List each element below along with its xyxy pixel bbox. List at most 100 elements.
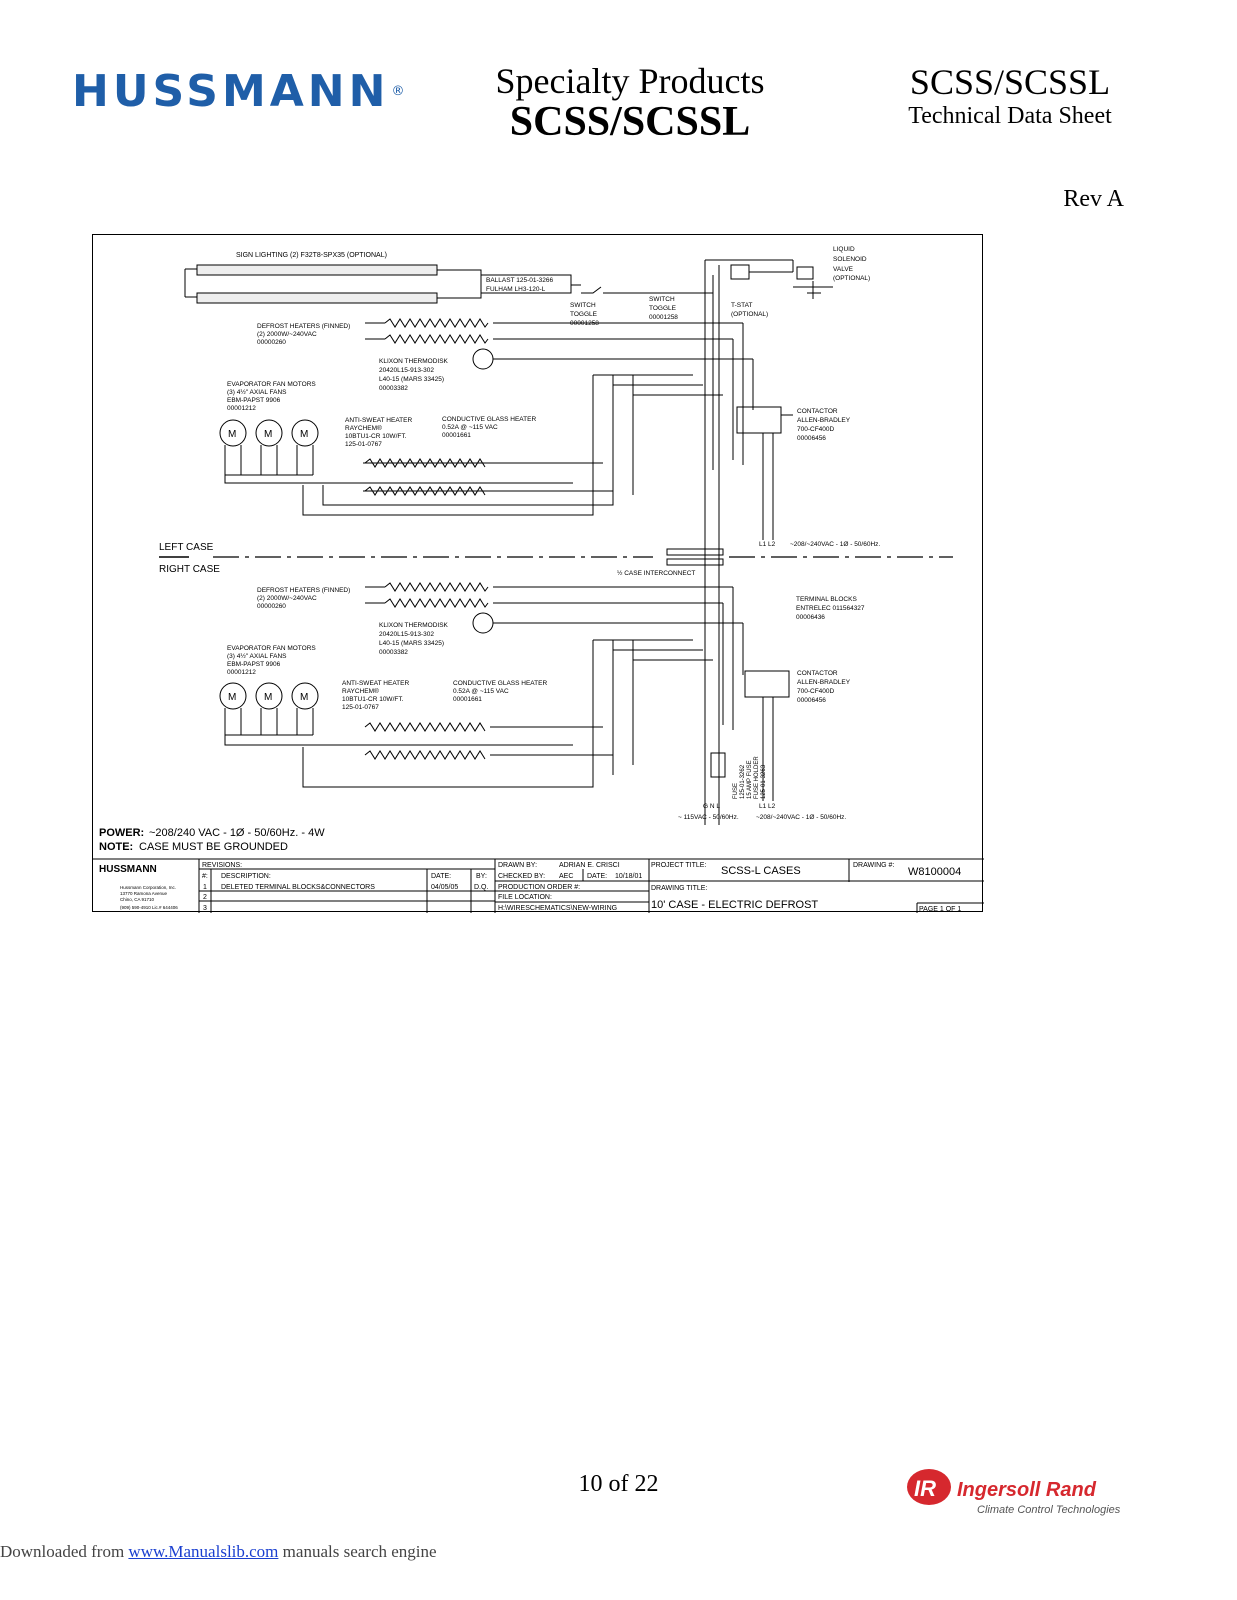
supply-115-label: ~ 115VAC - 50/60Hz.: [678, 814, 739, 821]
switch-label-1a: SWITCH: [570, 302, 596, 309]
hussmann-logo: HUSSMANN®: [72, 66, 405, 117]
gnl-label: G N L: [703, 803, 720, 810]
num-label: #:: [202, 873, 208, 880]
note-value: CASE MUST BE GROUNDED: [139, 841, 288, 853]
klixon-label-2: 20420L15-913-302: [379, 367, 434, 374]
fuse-label-4: FUSE HOLDER: [754, 756, 760, 799]
motor-label: M: [300, 429, 308, 440]
l1l2-label-upper: L1 L2: [759, 541, 776, 548]
defrost-label-3: 00000260: [257, 603, 286, 610]
solenoid-label-4: (OPTIONAL): [833, 275, 870, 282]
terminal-blocks-label-1: TERMINAL BLOCKS: [796, 596, 857, 603]
interconnect-label: ½ CASE INTERCONNECT: [617, 569, 695, 577]
klixon-label-2: 20420L15-913-302: [379, 631, 434, 638]
motor-label: M: [228, 429, 236, 440]
power-label: POWER:: [99, 827, 144, 839]
tstat-label-2: (OPTIONAL): [731, 311, 768, 318]
contactor-label-2: ALLEN-BRADLEY: [797, 417, 851, 424]
contactor-label-2: ALLEN-BRADLEY: [797, 679, 851, 686]
solenoid-label-3: VALVE: [833, 266, 854, 273]
fuse-label-5: 125-01-3263: [761, 764, 767, 799]
anti-sweat-label-4: 125-01-0767: [342, 704, 379, 711]
header-right-title: SCSS/SCSSL: [909, 62, 1111, 102]
production-order-label: PRODUCTION ORDER #:: [498, 884, 580, 891]
project-title-label: PROJECT TITLE:: [651, 862, 706, 869]
evap-fans-label-4: 00001212: [227, 669, 256, 676]
glass-heater-label-3: 00001661: [453, 696, 482, 703]
klixon-label-3: L40-15 (MARS 33425): [379, 376, 444, 383]
brand-name: Ingersoll Rand: [957, 1479, 1097, 1501]
tstat-label-1: T-STAT: [731, 302, 752, 309]
drawing-num-label: DRAWING #:: [853, 862, 894, 869]
evap-fans-label-3: EBM-PAPST 9906: [227, 397, 281, 404]
anti-sweat-label-3: 10BTU1-CR 10W/FT.: [342, 696, 404, 703]
drawing-title: 10' CASE - ELECTRIC DEFROST: [651, 899, 818, 911]
download-footer: Downloaded from www.Manualslib.com manua…: [0, 1542, 437, 1561]
header-right-subtitle: Technical Data Sheet: [908, 103, 1112, 129]
checked-by: AEC: [559, 873, 573, 880]
switch-label-2c: 00001258: [649, 314, 678, 321]
switch-label-1b: TOGGLE: [570, 311, 598, 318]
header-center-title: Specialty Products: [495, 61, 765, 101]
klixon-label-4: 00003382: [379, 649, 408, 656]
supply-lower-label: ~208/~240VAC - 1Ø - 50/60Hz.: [756, 814, 846, 821]
by-label: BY:: [476, 873, 487, 880]
defrost-label-1: DEFROST HEATERS (FINNED): [257, 323, 350, 330]
evap-fans-label-1: EVAPORATOR FAN MOTORS: [227, 645, 316, 652]
title-block: [93, 858, 984, 913]
supply-label-upper: ~208/~240VAC - 1Ø - 50/60Hz.: [790, 541, 880, 548]
header-center-subtitle: SCSS/SCSSL: [509, 99, 751, 145]
revision-num: 3: [203, 905, 207, 912]
anti-sweat-label-2: RAYCHEM®: [345, 424, 382, 432]
anti-sweat-label-4: 125-01-0767: [345, 441, 382, 448]
revision-num: 1: [203, 884, 207, 891]
fan-motors-right: [219, 639, 713, 788]
drawing-title-label: DRAWING TITLE:: [651, 885, 707, 892]
company-line-2: 13770 Ramona Avenue: [120, 891, 167, 896]
evap-fans-label-1: EVAPORATOR FAN MOTORS: [227, 381, 316, 388]
drawn-by-label: DRAWN BY:: [498, 862, 537, 869]
checked-by-label: CHECKED BY:: [498, 873, 545, 880]
defrost-label-3: 00000260: [257, 339, 286, 346]
glass-heater-label-3: 00001661: [442, 432, 471, 439]
contactor-label-4: 00006456: [797, 435, 826, 442]
date-label: DATE:: [431, 873, 451, 880]
glass-heater-label-1: CONDUCTIVE GLASS HEATER: [453, 680, 547, 687]
contactor-label-1: CONTACTOR: [797, 670, 838, 677]
motor-label: M: [264, 692, 272, 703]
switch-label-2a: SWITCH: [649, 296, 675, 303]
klixon-label-1: KLIXON THERMODISK: [379, 622, 449, 629]
revision-by: D.Q.: [474, 884, 488, 891]
ballast-label-1: BALLAST 125-01-3266: [486, 277, 553, 284]
revision-num: 2: [203, 894, 207, 901]
left-case-label: LEFT CASE: [159, 542, 214, 553]
page-of-label: PAGE 1 OF 1: [919, 906, 961, 913]
note-label: NOTE:: [99, 841, 133, 853]
klixon-label-3: L40-15 (MARS 33425): [379, 640, 444, 647]
sign-lighting-label: SIGN LIGHTING (2) F32T8-SPX35 (OPTIONAL): [236, 252, 387, 259]
manualslib-link[interactable]: www.Manualslib.com: [128, 1542, 279, 1561]
fuse-label-3: 15 AMP FUSE: [747, 760, 753, 799]
revision-desc: DELETED TERMINAL BLOCKS&CONNECTORS: [221, 884, 375, 891]
drawing-date: 10/18/01: [615, 873, 642, 880]
date-label-2: DATE:: [587, 873, 607, 880]
project-title: SCSS-L CASES: [721, 865, 801, 877]
contactor-label-3: 700-CF400D: [797, 426, 835, 433]
anti-sweat-label-1: ANTI-SWEAT HEATER: [342, 680, 409, 687]
title-block-logo: HUSSMANN: [99, 864, 157, 875]
power-value: ~208/240 VAC - 1Ø - 50/60Hz. - 4W: [149, 827, 325, 839]
file-location-label: FILE LOCATION:: [498, 894, 552, 901]
evap-fans-label-3: EBM-PAPST 9906: [227, 661, 281, 668]
page-number: 10 of 22: [578, 1471, 659, 1497]
company-line-4: (909) 590-4910 Lic.# 644406: [120, 905, 178, 910]
header-center: Specialty Products SCSS/SCSSL: [470, 62, 790, 144]
defrost-label-2: (2) 2000W/~240VAC: [257, 331, 317, 338]
fan-motors-left: [219, 374, 723, 516]
defrost-label-2: (2) 2000W/~240VAC: [257, 595, 317, 602]
drawn-by: ADRIAN E. CRISCI: [559, 862, 620, 869]
anti-sweat-label-1: ANTI-SWEAT HEATER: [345, 417, 412, 424]
file-location: H:\WIRESCHEMATICS\NEW-WIRING: [498, 905, 617, 912]
ingersoll-rand-logo: IR Ingersoll Rand Climate Control Techno…: [905, 1465, 1135, 1525]
ballast-label-2: FULHAM LH3-120-L: [486, 286, 546, 293]
solenoid-label-2: SOLENOID: [833, 256, 867, 263]
